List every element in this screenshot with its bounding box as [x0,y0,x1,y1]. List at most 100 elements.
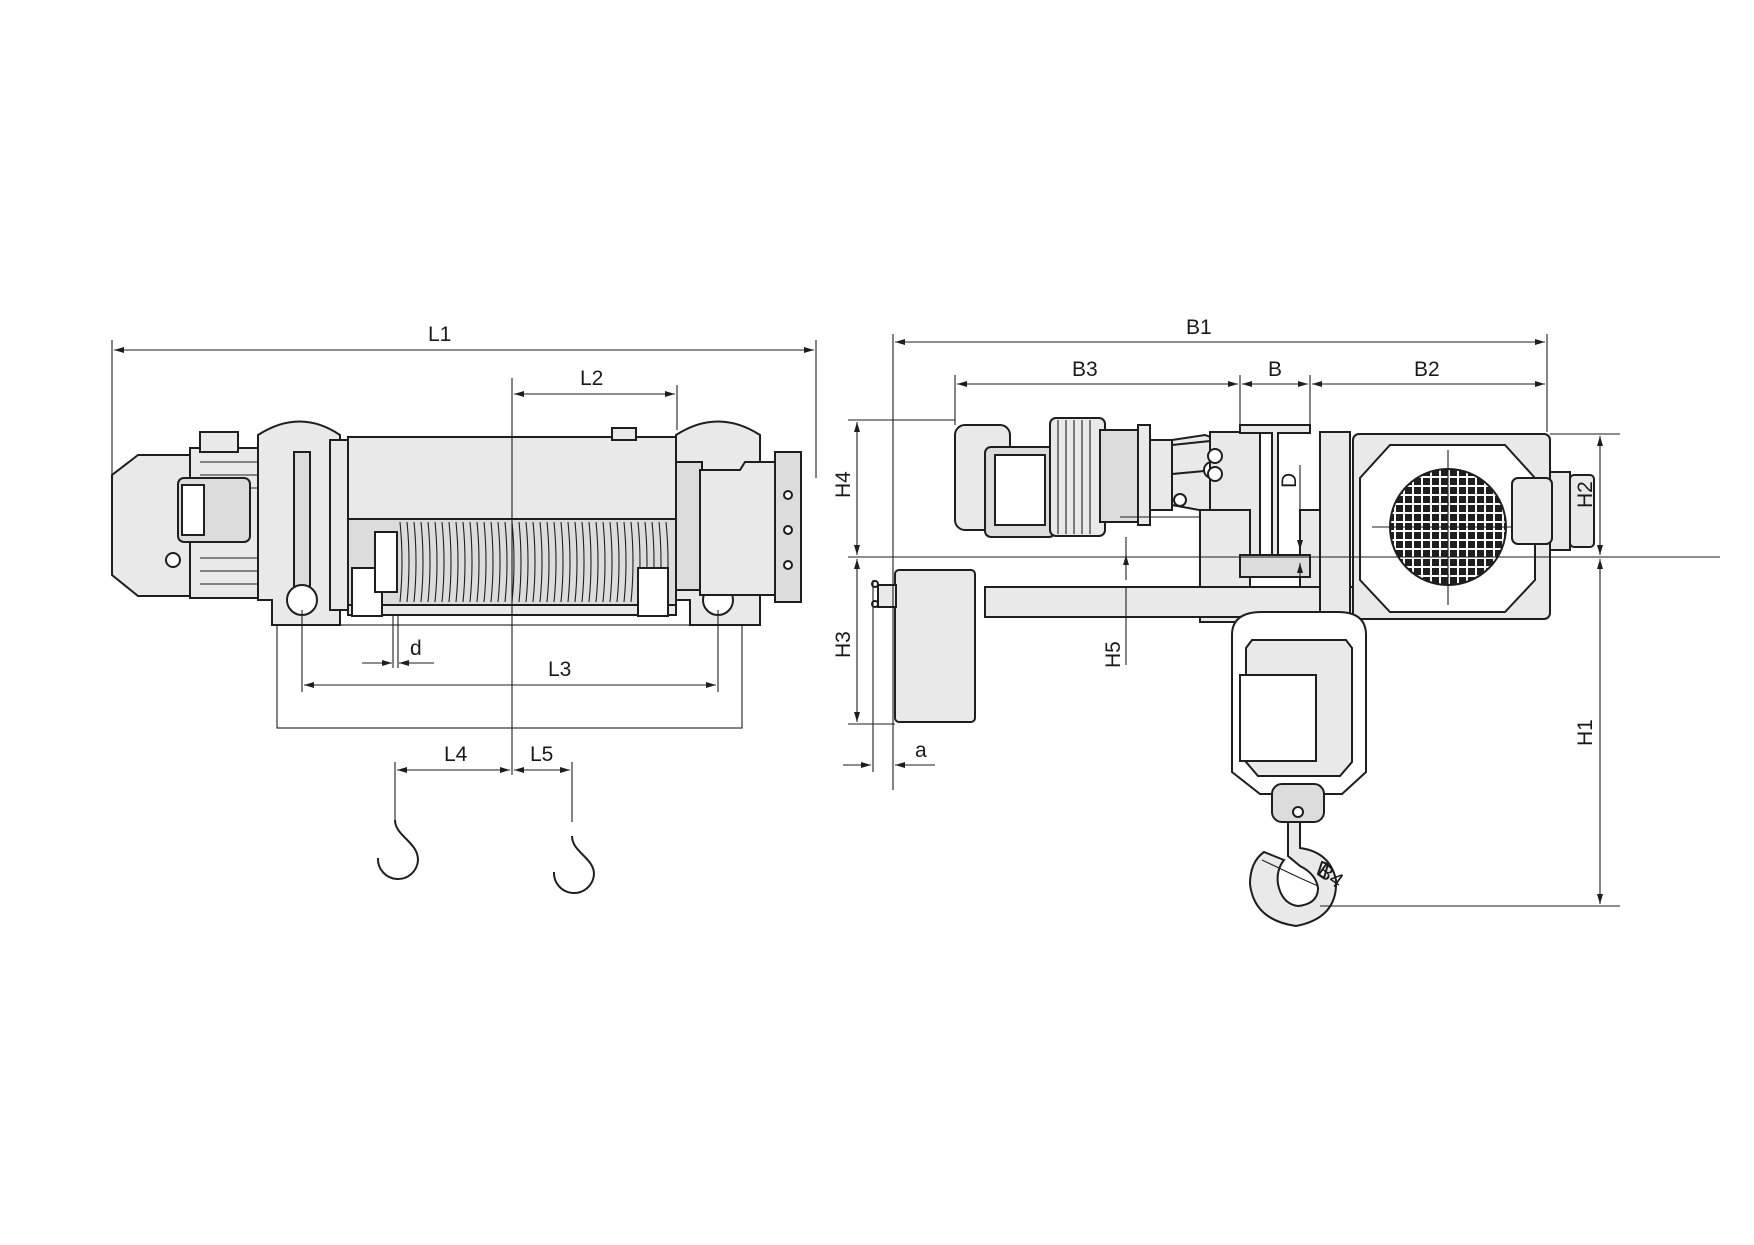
rope-guide-block [374,531,398,593]
motor-lifting-eye [199,431,239,453]
label-d: d [410,637,422,660]
side-view-base-frame [276,624,743,729]
counterweight [894,569,976,723]
rope-groove [623,521,627,603]
rope-groove [434,521,438,603]
dim-L1: L1 [111,323,817,478]
rope-groove [476,521,480,603]
rope-groove [427,521,431,603]
label-D: D [1278,473,1301,488]
dim-H2-H1: H2 H1 [1320,433,1620,907]
rope-groove [539,521,543,603]
trolley-side-plate-right [1319,431,1351,623]
hook-position-left-icon [376,819,420,881]
dim-L4-L5: L4 L5 [394,743,573,822]
label-H1: H1 [1574,719,1597,746]
rope-groove [490,521,494,603]
hook-latch [1316,860,1330,880]
dim-B1: B1 [892,316,1548,790]
brake-coupling [1099,429,1141,523]
dim-B-B2-B3: B3 B B2 [954,358,1545,425]
label-H3: H3 [832,631,855,658]
rope-groove [560,521,564,603]
left-flange [293,451,311,603]
trolley-wheels [1239,554,1311,578]
rope-groove [441,521,445,603]
counterweight-bolt [877,584,897,608]
right-flange [675,461,703,591]
dim-L3: L3 [301,610,719,692]
label-H5: H5 [1102,641,1125,668]
rope-groove [609,521,613,603]
travel-motor-box [994,454,1046,526]
hoist-gear-cover [1511,477,1553,545]
rope-groove [630,521,634,603]
terminal-box-cover [181,484,205,536]
hook-block-plate [1239,674,1317,762]
rope-groove [546,521,550,603]
label-B2: B2 [1414,358,1440,381]
dim-d: d [362,615,434,668]
rope-groove [420,521,424,603]
gearbox [699,461,776,596]
flange-bolt-icon-3 [783,560,793,570]
hook-pin-icon [1292,806,1304,818]
rope-groove [413,521,417,603]
rope-groove [483,521,487,603]
motor-flange [1137,424,1151,526]
motor-bolt-icon [165,552,181,568]
rope-groove [532,521,536,603]
rope-groove [602,521,606,603]
label-a: a [915,739,927,762]
rope-groove [462,521,466,603]
rope-groove [406,521,410,603]
label-H2: H2 [1574,481,1597,508]
gearbox-plug-icon [1173,493,1187,507]
dim-H4-H3: H4 H3 [832,419,1720,725]
flange-bolt-icon-2 [783,525,793,535]
roller-icon-2 [1207,466,1223,482]
dim-a: a [843,580,935,772]
rope-groove [504,521,508,603]
rope-groove [567,521,571,603]
load-hook [1248,821,1338,928]
label-L1: L1 [428,323,451,346]
rope-groove [574,521,578,603]
label-B1: B1 [1186,316,1212,339]
label-L3: L3 [548,658,571,681]
rope-groove [469,521,473,603]
flange-bolt-icon-1 [783,490,793,500]
drum-cap [611,427,637,441]
rope-groove [581,521,585,603]
label-L2: L2 [580,367,603,390]
side-view: L1 L2 d L3 L4 L5 [111,323,817,895]
rope-groove [455,521,459,603]
roller-icon-1 [1207,448,1223,464]
gearbox-flange [774,451,802,603]
label-B3: B3 [1072,358,1098,381]
rope-groove [595,521,599,603]
rope-groove [553,521,557,603]
hook-position-right-icon [552,835,596,895]
rope-groove [497,521,501,603]
rope-groove [525,521,529,603]
dim-D: D [1278,465,1303,585]
label-L4: L4 [444,743,468,766]
rope-guide-right [637,567,669,617]
brake-fins [1057,420,1091,534]
label-L5: L5 [530,743,553,766]
rope-groove [448,521,452,603]
dim-L2: L2 [514,367,678,430]
left-drum-plate [329,439,349,611]
rope-groove [588,521,592,603]
hoist-gear-end [1569,474,1595,548]
label-H4: H4 [832,471,855,498]
rope-groove [518,521,522,603]
rope-groove [616,521,620,603]
end-view: B1 B3 B B2 D H4 H3 [832,316,1720,928]
label-B: B [1268,358,1282,381]
coupling-housing [1149,439,1173,511]
rope-groove [511,521,515,603]
